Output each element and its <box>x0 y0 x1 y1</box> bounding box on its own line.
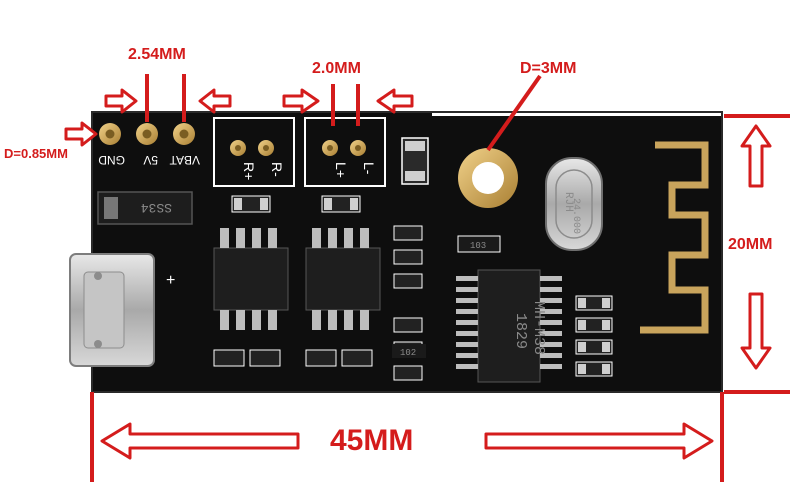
micro-usb-connector <box>69 253 155 367</box>
amplifier-chip-right <box>305 228 381 330</box>
resistor-103: 103 <box>457 235 501 253</box>
dim-label-d-0-85mm: D=0.85MM <box>4 146 68 161</box>
arrow-right-icon <box>64 121 98 147</box>
main-chip-label-1: MH-M38 <box>530 301 547 355</box>
arrow-down-icon <box>740 292 772 370</box>
silk-5v: 5V <box>143 153 158 167</box>
dimension-lines <box>90 74 790 482</box>
arrow-left-icon <box>376 88 414 114</box>
mounting-hole <box>458 148 518 208</box>
silk-r-minus: R- <box>269 162 285 177</box>
crystal-label-1: RJH <box>562 192 574 212</box>
resistor-102: 102 <box>392 344 426 358</box>
main-bluetooth-chip: MH-M38 1829 <box>456 269 562 383</box>
right-channel-terminal: R+ R- <box>213 117 295 187</box>
dimension-arrows <box>64 88 772 460</box>
resistor-102-label: 102 <box>400 348 416 358</box>
arrow-left-icon <box>198 88 232 114</box>
resistor-103-label: 103 <box>470 241 486 251</box>
arrow-right-icon <box>104 88 138 114</box>
diode-label: SS34 <box>141 200 172 215</box>
crystal-oscillator: RJH 24.000 <box>545 157 603 251</box>
silk-plus-mark: + <box>166 272 175 289</box>
dim-label-2-54mm: 2.54MM <box>128 46 186 63</box>
amplifier-chip-left <box>213 228 289 330</box>
left-channel-terminal: L+ L- <box>304 117 386 187</box>
diode-ss34: SS34 <box>97 191 193 225</box>
arrow-up-icon <box>740 124 772 188</box>
dim-label-d-3mm: D=3MM <box>520 60 577 77</box>
silk-l-plus: L+ <box>333 162 349 178</box>
crystal-label-2: 24.000 <box>570 198 581 234</box>
arrow-left-icon <box>100 422 300 460</box>
silk-vbat: VBAT <box>169 153 200 167</box>
dim-label-2-0mm: 2.0MM <box>312 60 361 77</box>
arrow-right-icon <box>484 422 714 460</box>
dim-label-20mm: 20MM <box>728 236 773 253</box>
power-pin-header <box>99 123 195 145</box>
silk-r-plus: R+ <box>241 162 257 180</box>
dim-label-45mm: 45MM <box>330 424 414 457</box>
main-chip-label-2: 1829 <box>512 313 529 349</box>
arrow-right-icon <box>282 88 320 114</box>
silk-gnd: GND <box>98 153 125 167</box>
silk-l-minus: L- <box>361 162 377 175</box>
antenna-trace <box>640 141 709 334</box>
capacitor <box>401 137 429 185</box>
